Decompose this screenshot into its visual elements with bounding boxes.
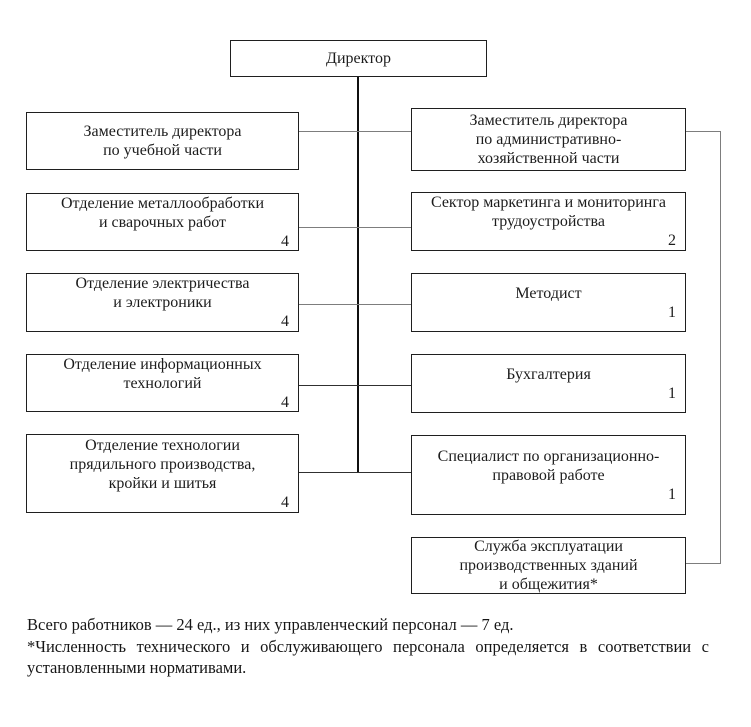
connector-row-5 (299, 472, 411, 473)
org-box-headcount: 1 (668, 485, 676, 503)
org-box-label: Сектор маркетинга и мониторинга трудоуст… (430, 194, 667, 230)
org-box-director-label: Директор (326, 50, 391, 67)
org-box-headcount: 4 (281, 493, 289, 511)
org-box-headcount: 4 (281, 232, 289, 250)
org-box-headcount: 1 (668, 384, 676, 402)
org-box-label: Отделение металлообработки и сварочных р… (60, 194, 264, 231)
connector-row-4 (299, 385, 411, 386)
connector-row-1 (299, 131, 411, 132)
org-box-headcount: 2 (668, 232, 676, 249)
org-box-it-dept: Отделение информационных технологий 4 (26, 354, 299, 412)
connector-trunk-vertical (357, 77, 359, 472)
connector-row-3 (299, 304, 411, 305)
org-box-metalwork-dept: Отделение металлообработки и сварочных р… (26, 193, 299, 251)
org-box-director: Директор (230, 40, 487, 77)
org-box-accounting: Бухгалтерия 1 (411, 354, 686, 413)
org-box-label: Бухгалтерия (506, 365, 591, 383)
org-box-deputy-admin: Заместитель директора по административно… (411, 108, 686, 171)
org-box-label: Заместитель директора по учебной части (83, 123, 242, 159)
footnote-text: *Численность технического и обслуживающе… (27, 636, 709, 678)
org-box-marketing-sector: Сектор маркетинга и мониторинга трудоуст… (411, 192, 686, 251)
connector-right-vertical (720, 131, 721, 564)
total-staff-summary: Всего работников — 24 ед., из них управл… (27, 615, 514, 634)
org-box-label: Специалист по организационно- правовой р… (437, 447, 660, 484)
org-box-label: Отделение информационных технологий (63, 355, 262, 392)
org-box-label: Служба эксплуатации производственных зда… (459, 538, 638, 593)
connector-deputy-admin-right (686, 131, 721, 132)
org-box-label: Методист (515, 284, 582, 302)
org-box-headcount: 4 (281, 313, 289, 330)
org-box-legal-specialist: Специалист по организационно- правовой р… (411, 435, 686, 515)
connector-maintenance-right (686, 563, 721, 564)
org-box-textile-dept: Отделение технологии прядильного произво… (26, 434, 299, 513)
notes-block: Всего работников — 24 ед., из них управл… (27, 614, 709, 679)
org-box-maintenance-service: Служба эксплуатации производственных зда… (411, 537, 686, 594)
org-box-headcount: 1 (668, 303, 676, 321)
org-box-label: Отделение электричества и электроники (75, 275, 250, 311)
org-box-methodist: Методист 1 (411, 273, 686, 332)
org-box-deputy-education: Заместитель директора по учебной части (26, 112, 299, 170)
org-box-headcount: 4 (281, 393, 289, 411)
org-box-label: Отделение технологии прядильного произво… (69, 436, 256, 492)
org-box-label: Заместитель директора по административно… (469, 112, 628, 167)
connector-row-2 (299, 227, 411, 228)
org-box-electricity-dept: Отделение электричества и электроники 4 (26, 273, 299, 332)
